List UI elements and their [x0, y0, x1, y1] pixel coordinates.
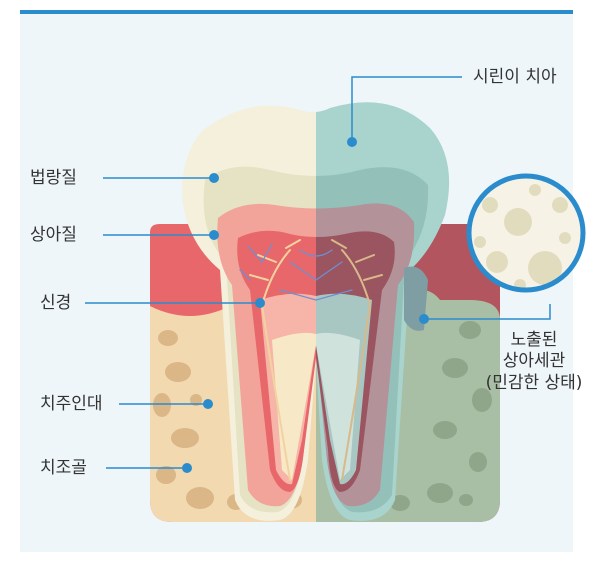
label-dentin: 상아질 — [30, 227, 77, 244]
label-exposed-tubules-line1: 노출된 — [482, 330, 586, 351]
label-nerve: 신경 — [40, 295, 71, 312]
magnified-tubules — [469, 176, 583, 291]
label-enamel: 법랑질 — [30, 170, 77, 187]
label-exposed-tubules-line3: (민감한 상태) — [482, 373, 586, 394]
label-exposed-tubules-line2: 상아세관 — [482, 351, 586, 372]
label-sensitive-tooth: 시린이 치아 — [473, 69, 557, 86]
label-alveolar-bone: 치조골 — [40, 460, 87, 477]
label-exposed-tubules: 노출된 상아세관 (민감한 상태) — [482, 330, 586, 394]
label-periodontal-ligament: 치주인대 — [40, 396, 103, 413]
